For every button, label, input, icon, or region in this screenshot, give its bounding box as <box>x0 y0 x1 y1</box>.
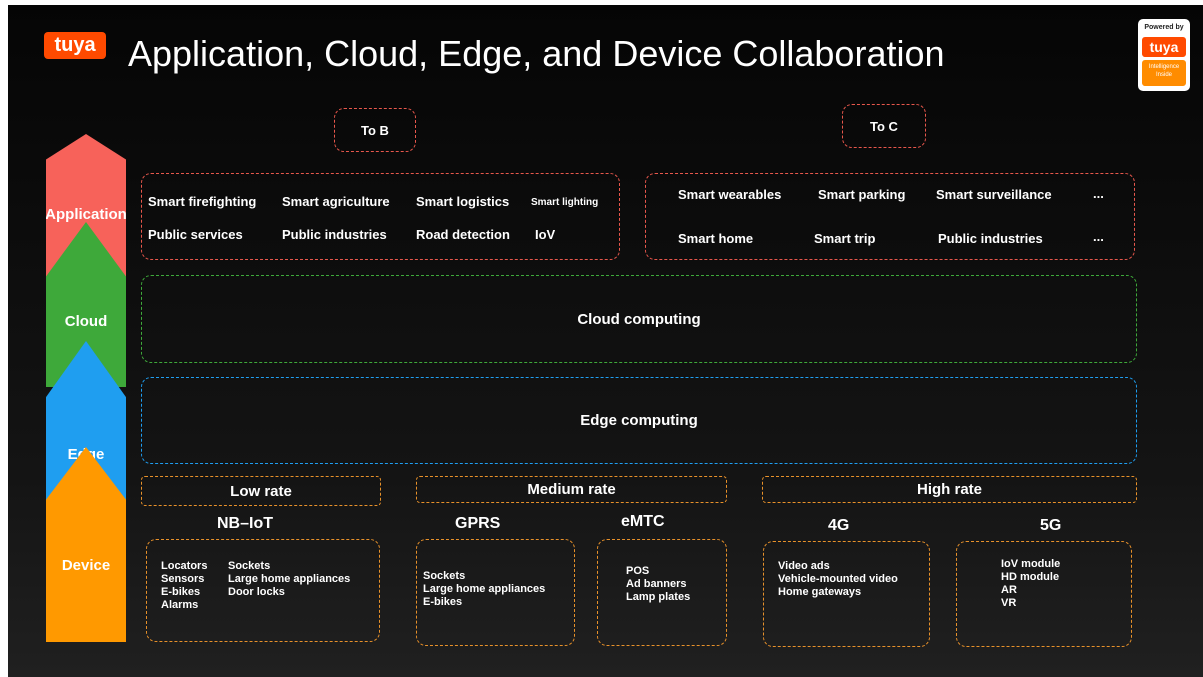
app-item: Smart home <box>678 231 754 246</box>
device-item: Sensors <box>161 573 205 585</box>
app-item: Road detection <box>416 227 510 242</box>
tech-nbiot: NB–IoT <box>217 515 273 532</box>
badge-logo: tuya <box>1142 37 1186 57</box>
cloud-computing-box: Cloud computing <box>141 275 1137 363</box>
nbiot-devices: Locators Sensors E-bikes Alarms Sockets … <box>146 539 380 642</box>
device-list: Sockets Large home appliances E-bikes <box>423 570 545 609</box>
app-item: Smart agriculture <box>282 194 390 209</box>
edge-computing-box: Edge computing <box>141 377 1137 464</box>
app-item: Public services <box>148 227 243 242</box>
to-c-applications: Smart wearables Smart parking Smart surv… <box>645 173 1135 260</box>
device-item: Video ads <box>778 560 830 572</box>
device-item: Lamp plates <box>626 591 691 603</box>
page-title: Application, Cloud, Edge, and Device Col… <box>128 33 945 74</box>
app-item: Smart firefighting <box>148 194 257 209</box>
device-item: Sockets <box>423 570 466 582</box>
device-item: Alarms <box>161 599 199 611</box>
device-item: AR <box>1001 584 1017 596</box>
device-item: POS <box>626 565 650 577</box>
device-item: Locators <box>161 560 208 572</box>
device-list: Locators Sensors E-bikes Alarms <box>161 560 207 612</box>
device-list: IoV module HD module AR VR <box>1001 558 1060 610</box>
device-list: Video ads Vehicle-mounted video Home gat… <box>778 560 898 599</box>
tuya-logo: tuya <box>44 32 106 59</box>
device-item: HD module <box>1001 571 1060 583</box>
app-item: Public industries <box>282 227 387 242</box>
badge-sub: Intelligence Inside <box>1142 60 1186 86</box>
more-item: ... <box>1093 186 1104 201</box>
high-rate-text: High rate <box>916 481 982 498</box>
high-rate-header: High rate <box>762 476 1137 503</box>
gprs-devices: Sockets Large home appliances E-bikes <box>416 539 575 646</box>
app-item: Smart parking <box>818 187 906 202</box>
tech-4g: 4G <box>828 517 850 534</box>
app-item: Smart logistics <box>416 194 510 209</box>
app-item: Smart surveillance <box>936 187 1052 202</box>
medium-rate-text: Medium rate <box>527 481 616 498</box>
device-item: E-bikes <box>423 596 463 608</box>
device-label: Device <box>61 557 111 574</box>
powered-by-badge: Powered by tuya Intelligence Inside <box>1138 19 1190 91</box>
tech-gprs: GPRS <box>455 515 501 532</box>
app-item: Smart wearables <box>678 187 782 202</box>
tech-5g: 5G <box>1040 517 1062 534</box>
device-item: Vehicle-mounted video <box>778 573 898 585</box>
to-b-text: To B <box>361 122 389 138</box>
device-list: Sockets Large home appliances Door locks <box>228 560 350 599</box>
device-item: VR <box>1001 597 1017 609</box>
to-b-label: To B <box>334 108 416 152</box>
device-item: E-bikes <box>161 586 201 598</box>
5g-devices: IoV module HD module AR VR <box>956 541 1132 647</box>
4g-devices: Video ads Vehicle-mounted video Home gat… <box>763 541 930 647</box>
emtc-devices: POS Ad banners Lamp plates <box>597 539 727 646</box>
low-rate-text: Low rate <box>230 482 292 500</box>
app-item: Smart lighting <box>531 197 599 208</box>
tech-emtc: eMTC <box>621 513 665 530</box>
device-list: POS Ad banners Lamp plates <box>626 565 690 604</box>
device-item: Large home appliances <box>228 573 351 585</box>
device-item: Home gateways <box>778 586 862 598</box>
to-c-text: To C <box>870 118 898 134</box>
device-item: Large home appliances <box>423 583 546 595</box>
device-item: Door locks <box>228 586 285 598</box>
cloud-computing-text: Cloud computing <box>577 310 701 328</box>
edge-computing-text: Edge computing <box>580 412 698 429</box>
to-b-applications: Smart firefighting Smart agriculture Sma… <box>141 173 620 260</box>
to-c-label: To C <box>842 104 926 148</box>
device-item: Ad banners <box>626 578 687 590</box>
device-item: Sockets <box>228 560 271 572</box>
low-rate-header: Low rate <box>141 476 381 506</box>
device-item: IoV module <box>1001 558 1061 570</box>
app-item: Smart trip <box>814 231 876 246</box>
medium-rate-header: Medium rate <box>416 476 727 503</box>
slide: tuya Application, Cloud, Edge, and Devic… <box>8 5 1203 677</box>
application-label: Application <box>45 205 127 223</box>
app-item: Public industries <box>938 231 1043 246</box>
cloud-label: Cloud <box>64 313 108 330</box>
powered-by-text: Powered by <box>1144 24 1184 31</box>
more-item: ... <box>1093 229 1104 244</box>
app-item: IoV <box>535 227 556 242</box>
